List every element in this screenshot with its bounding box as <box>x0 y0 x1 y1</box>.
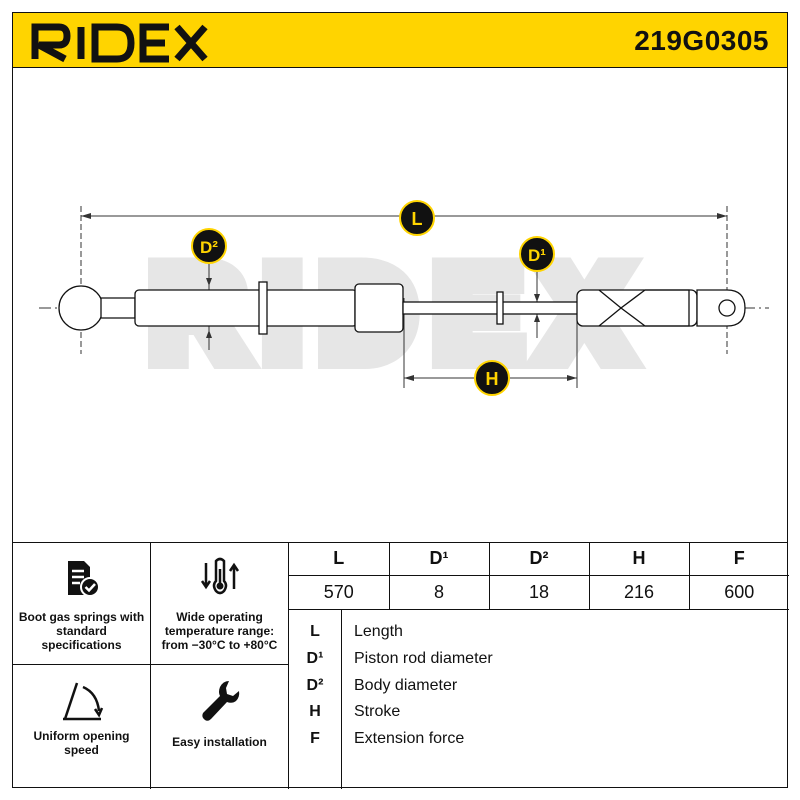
svg-text:H: H <box>486 369 499 389</box>
spec-header-H: H <box>589 543 690 576</box>
cylinder-neck <box>354 283 404 333</box>
spec-value-row: 570 8 18 216 600 <box>289 575 789 610</box>
label-D1: D¹ <box>519 236 555 272</box>
label-L: L <box>399 200 435 236</box>
wrench-icon <box>201 681 239 721</box>
piston-rod <box>402 301 579 315</box>
legend-item: D¹ Piston rod diameter <box>306 650 493 667</box>
feature-uniform-speed: Uniform opening speed <box>13 665 151 789</box>
spec-header-row: L D¹ D² H F <box>289 543 789 576</box>
cylinder-body <box>134 289 358 327</box>
part-number: 219G0305 <box>634 25 769 56</box>
legend-item: D² Body diameter <box>306 677 458 694</box>
label-H: H <box>474 360 510 396</box>
label-D2: D² <box>191 228 227 264</box>
body-ring <box>258 281 268 335</box>
spec-header-D1: D¹ <box>389 543 490 576</box>
gas-spring-drawing: RIDEX <box>39 200 769 397</box>
spec-header-L: L <box>289 543 390 576</box>
feature-temperature-range: Wide operating temperature range: from −… <box>151 543 289 665</box>
legend-item: F Extension force <box>310 730 465 747</box>
spec-value-D1: 8 <box>389 575 490 610</box>
feature-easy-installation: Easy installation <box>151 665 289 789</box>
info-panel: Boot gas springs with standard specifica… <box>12 542 789 789</box>
spec-value-L: 570 <box>289 575 390 610</box>
technical-drawing: RIDEX <box>12 68 788 542</box>
opening-angle-icon <box>62 682 103 721</box>
spec-table: L D¹ D² H F 570 8 18 216 600 <box>289 543 789 610</box>
spec-value-D2: 18 <box>489 575 590 610</box>
legend-item: L Length <box>310 623 403 640</box>
eye-hole <box>718 299 736 317</box>
header-bar: 219G0305 <box>12 12 788 68</box>
svg-text:L: L <box>412 209 423 229</box>
ball-socket-end <box>58 285 104 331</box>
spec-header-F: F <box>689 543 789 576</box>
spec-value-F: 600 <box>689 575 789 610</box>
ball-socket-neck <box>100 297 136 319</box>
rod-ring <box>496 291 504 325</box>
spec-value-H: 216 <box>589 575 690 610</box>
legend-divider <box>341 609 342 789</box>
svg-text:D²: D² <box>200 238 218 257</box>
legend: L Length D¹ Piston rod diameter D² Body … <box>289 609 789 789</box>
spec-header-D2: D² <box>489 543 590 576</box>
svg-text:D¹: D¹ <box>528 246 546 265</box>
legend-item: H Stroke <box>309 703 401 720</box>
thermometer-arrows-icon <box>200 557 239 595</box>
feature-standard-specs: Boot gas springs with standard specifica… <box>13 543 151 665</box>
ridex-logo <box>31 23 208 63</box>
document-check-icon <box>67 561 100 597</box>
